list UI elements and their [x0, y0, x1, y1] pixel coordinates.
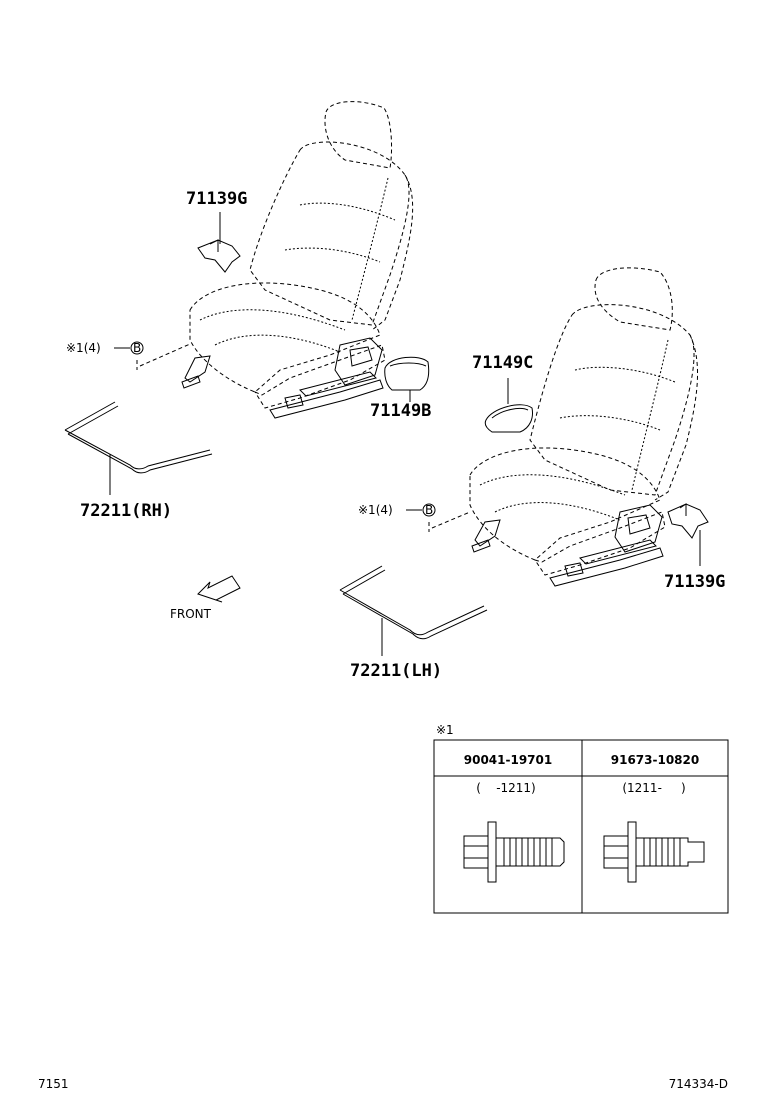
table-col2-range: (1211- )	[622, 781, 685, 795]
part-71149b	[384, 356, 430, 402]
part-72211-rh	[64, 401, 213, 495]
bolt-table: ※1 90041-19701 91673-10820 ( -1211) (121…	[433, 723, 729, 914]
footer-left-code: 7151	[38, 1077, 69, 1091]
bolt-ref-left-leader	[114, 341, 191, 370]
table-col2-part-no: 91673-10820	[611, 753, 699, 767]
table-col1-part-no: 90041-19701	[464, 753, 552, 767]
label-bolt-letter-left: B	[133, 341, 141, 355]
seat-lh	[469, 267, 699, 587]
label-72211-rh: 72211(RH)	[80, 501, 172, 521]
label-71149b: 71149B	[370, 401, 431, 421]
label-72211-lh: 72211(LH)	[350, 661, 442, 681]
bolt-ref-right-leader	[406, 503, 471, 532]
part-71149c	[484, 378, 533, 433]
label-71139g-top: 71139G	[186, 189, 247, 209]
label-71139g-right: 71139G	[664, 572, 725, 592]
part-71139g-right	[667, 503, 709, 566]
part-72211-lh	[339, 565, 488, 656]
label-bolt-letter-right: B	[425, 503, 433, 517]
label-front: FRONT	[170, 607, 212, 621]
label-71149c: 71149C	[472, 353, 533, 373]
footer-right-code: 714334-D	[669, 1077, 728, 1091]
part-71139g-top	[197, 212, 241, 273]
front-arrow-icon	[197, 575, 241, 603]
label-bolt-ref-right: ※1(4)	[358, 503, 393, 517]
bolt-91673-10820-icon	[603, 821, 705, 883]
label-bolt-ref-left: ※1(4)	[66, 341, 101, 355]
seat-rh	[181, 101, 414, 419]
bolt-90041-19701-icon	[463, 821, 565, 883]
table-col1-range: ( -1211)	[476, 781, 536, 795]
table-ref-mark: ※1	[436, 723, 454, 737]
